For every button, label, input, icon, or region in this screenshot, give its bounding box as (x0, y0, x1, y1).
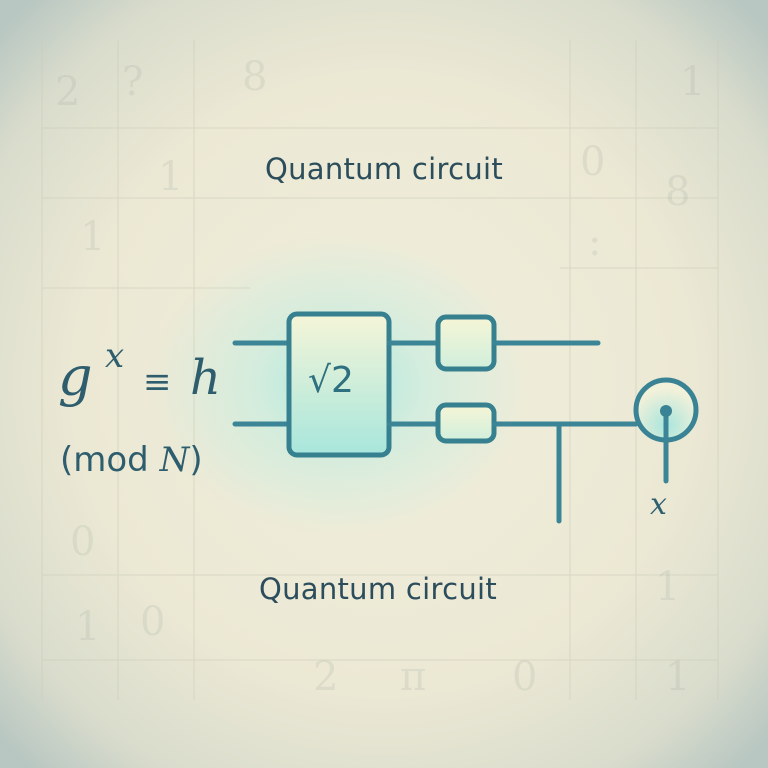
bg-digit: 8 (665, 169, 690, 215)
bg-digit: 0 (140, 599, 165, 645)
title-bottom: Quantum circuit (258, 572, 498, 606)
bg-digit: 0 (70, 519, 95, 565)
title-top: Quantum circuit (264, 152, 504, 186)
measurement-output-label: x (650, 487, 667, 522)
small-gate-top (435, 314, 497, 372)
modulus-suffix: ) (189, 440, 203, 480)
equation-rhs: h (190, 350, 221, 406)
sqrt2-gate-label: √2 (308, 360, 354, 401)
bg-digit: π (400, 654, 426, 700)
bg-digit: : (588, 219, 601, 265)
equation-modulus: (mod N) (60, 440, 203, 480)
small-gate-bottom (435, 402, 497, 444)
bg-digit: 8 (242, 54, 267, 100)
sqrt2-gate (286, 311, 392, 458)
bg-digit: 2 (55, 69, 80, 115)
bg-digit: 1 (158, 154, 183, 200)
equation-base: g (58, 345, 93, 408)
equation-congruence: ≡ (143, 362, 172, 402)
bg-digit: 1 (75, 604, 100, 650)
bg-digit: ? (122, 59, 143, 105)
bg-digit: 0 (580, 139, 605, 185)
modulus-prefix: (mod (60, 440, 160, 480)
equation-exponent: x (105, 336, 125, 376)
bg-digit: 1 (655, 564, 680, 610)
bg-digit: 1 (80, 214, 105, 260)
bg-digit: 0 (512, 654, 537, 700)
bg-digit: 1 (665, 654, 690, 700)
modulus-variable: N (159, 440, 190, 480)
bg-digit: 1 (680, 59, 705, 105)
measurement-dot (660, 405, 672, 417)
bg-digit: 2 (313, 654, 338, 700)
